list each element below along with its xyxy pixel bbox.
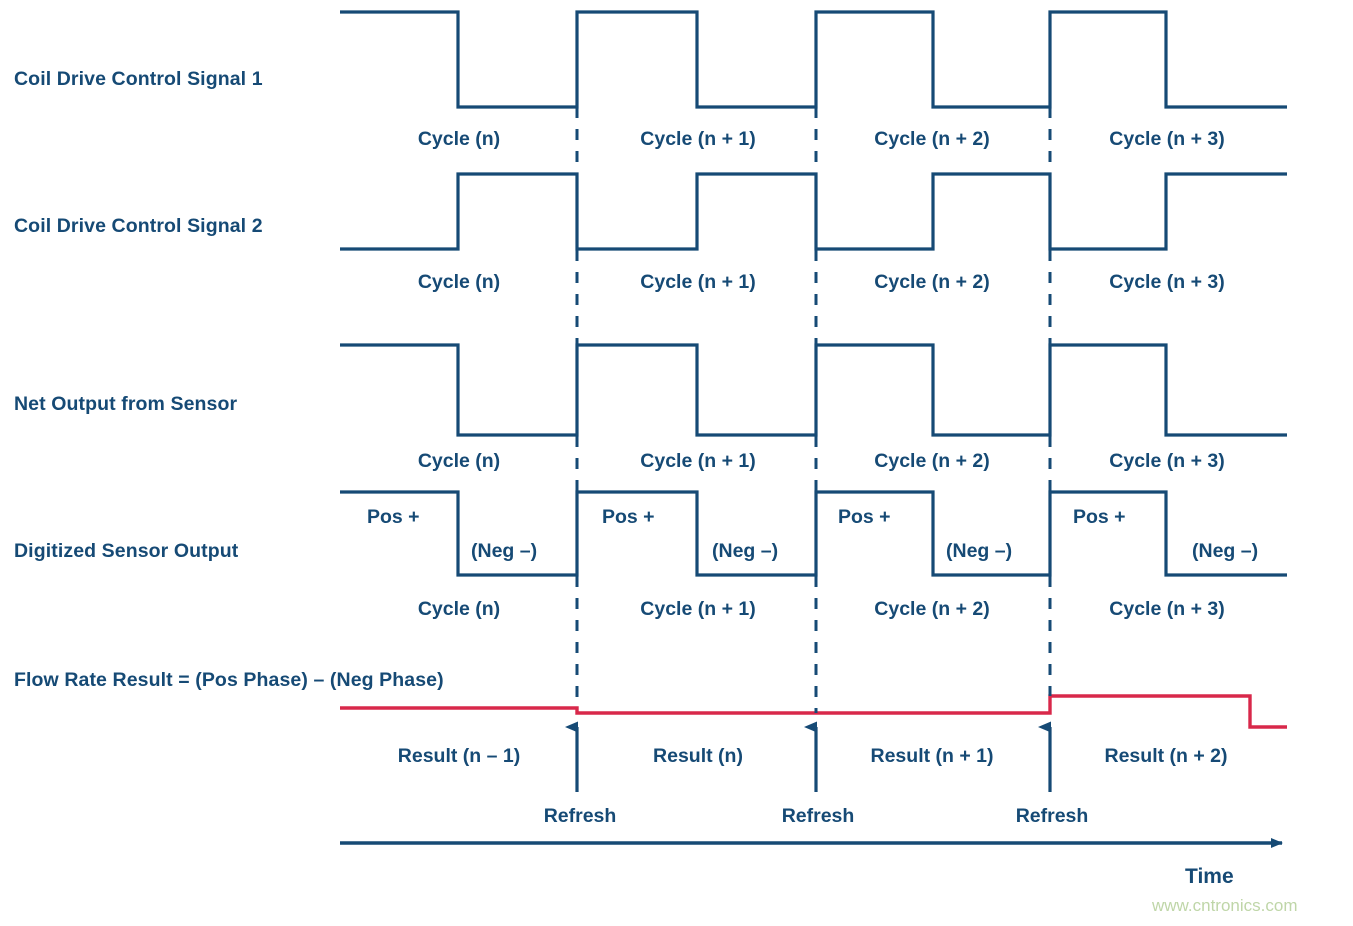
waveform-digitized-output xyxy=(340,490,1287,577)
cycle-label-r2-c1: Cycle (n + 1) xyxy=(640,271,756,293)
cycle-label-r4-c3: Cycle (n + 3) xyxy=(1109,598,1225,620)
row-label-coil-drive-1: Coil Drive Control Signal 1 xyxy=(14,68,263,90)
cycle-label-r4-c2: Cycle (n + 2) xyxy=(874,598,990,620)
refresh-label-3: Refresh xyxy=(1015,805,1089,827)
cycle-label-r4-c0: Cycle (n) xyxy=(417,598,501,620)
phase-label-pos-c0: Pos + xyxy=(367,506,420,528)
result-label-0: Result (n – 1) xyxy=(397,745,521,767)
cycle-label-r2-c2: Cycle (n + 2) xyxy=(874,271,990,293)
phase-label-neg-c1: (Neg –) xyxy=(712,540,779,562)
cycle-label-r3-c1: Cycle (n + 1) xyxy=(640,450,756,472)
refresh-arrows xyxy=(565,721,1052,792)
phase-label-neg-c0: (Neg –) xyxy=(471,540,538,562)
cycle-label-r4-c1: Cycle (n + 1) xyxy=(640,598,756,620)
row-label-net-output: Net Output from Sensor xyxy=(14,393,238,415)
watermark-text: www.cntronics.com xyxy=(1152,896,1298,915)
row-label-flow-rate-result: Flow Rate Result = (Pos Phase) – (Neg Ph… xyxy=(14,669,444,691)
cycle-label-r1-c1: Cycle (n + 1) xyxy=(640,128,756,150)
phase-label-pos-c1: Pos + xyxy=(602,506,655,528)
row-label-coil-drive-2: Coil Drive Control Signal 2 xyxy=(14,215,263,237)
cycle-label-r1-c2: Cycle (n + 2) xyxy=(874,128,990,150)
cycle-label-r3-c3: Cycle (n + 3) xyxy=(1109,450,1225,472)
cycle-label-r2-c0: Cycle (n) xyxy=(417,271,501,293)
waveform-net-output xyxy=(340,343,1287,437)
cycle-separators xyxy=(575,107,1052,713)
cycle-label-r3-c2: Cycle (n + 2) xyxy=(874,450,990,472)
row-label-digitized-output: Digitized Sensor Output xyxy=(14,540,239,562)
cycle-label-r2-c3: Cycle (n + 3) xyxy=(1109,271,1225,293)
result-label-1: Result (n) xyxy=(653,745,743,767)
cycle-label-r3-c0: Cycle (n) xyxy=(417,450,501,472)
refresh-label-1: Refresh xyxy=(543,805,617,827)
phase-label-pos-c2: Pos + xyxy=(838,506,891,528)
waveform-coil-drive-2 xyxy=(340,172,1287,251)
phase-label-pos-c3: Pos + xyxy=(1073,506,1126,528)
phase-label-neg-c3: (Neg –) xyxy=(1192,540,1259,562)
result-label-2: Result (n + 1) xyxy=(870,745,994,767)
result-label-3: Result (n + 2) xyxy=(1104,745,1228,767)
waveform-flow-rate-result xyxy=(340,694,1287,729)
time-axis-label: Time xyxy=(1185,865,1234,888)
cycle-label-r1-c3: Cycle (n + 3) xyxy=(1109,128,1225,150)
waveform-coil-drive-1 xyxy=(340,10,1287,109)
phase-label-neg-c2: (Neg –) xyxy=(946,540,1013,562)
cycle-label-r1-c0: Cycle (n) xyxy=(417,128,501,150)
refresh-label-2: Refresh xyxy=(781,805,855,827)
